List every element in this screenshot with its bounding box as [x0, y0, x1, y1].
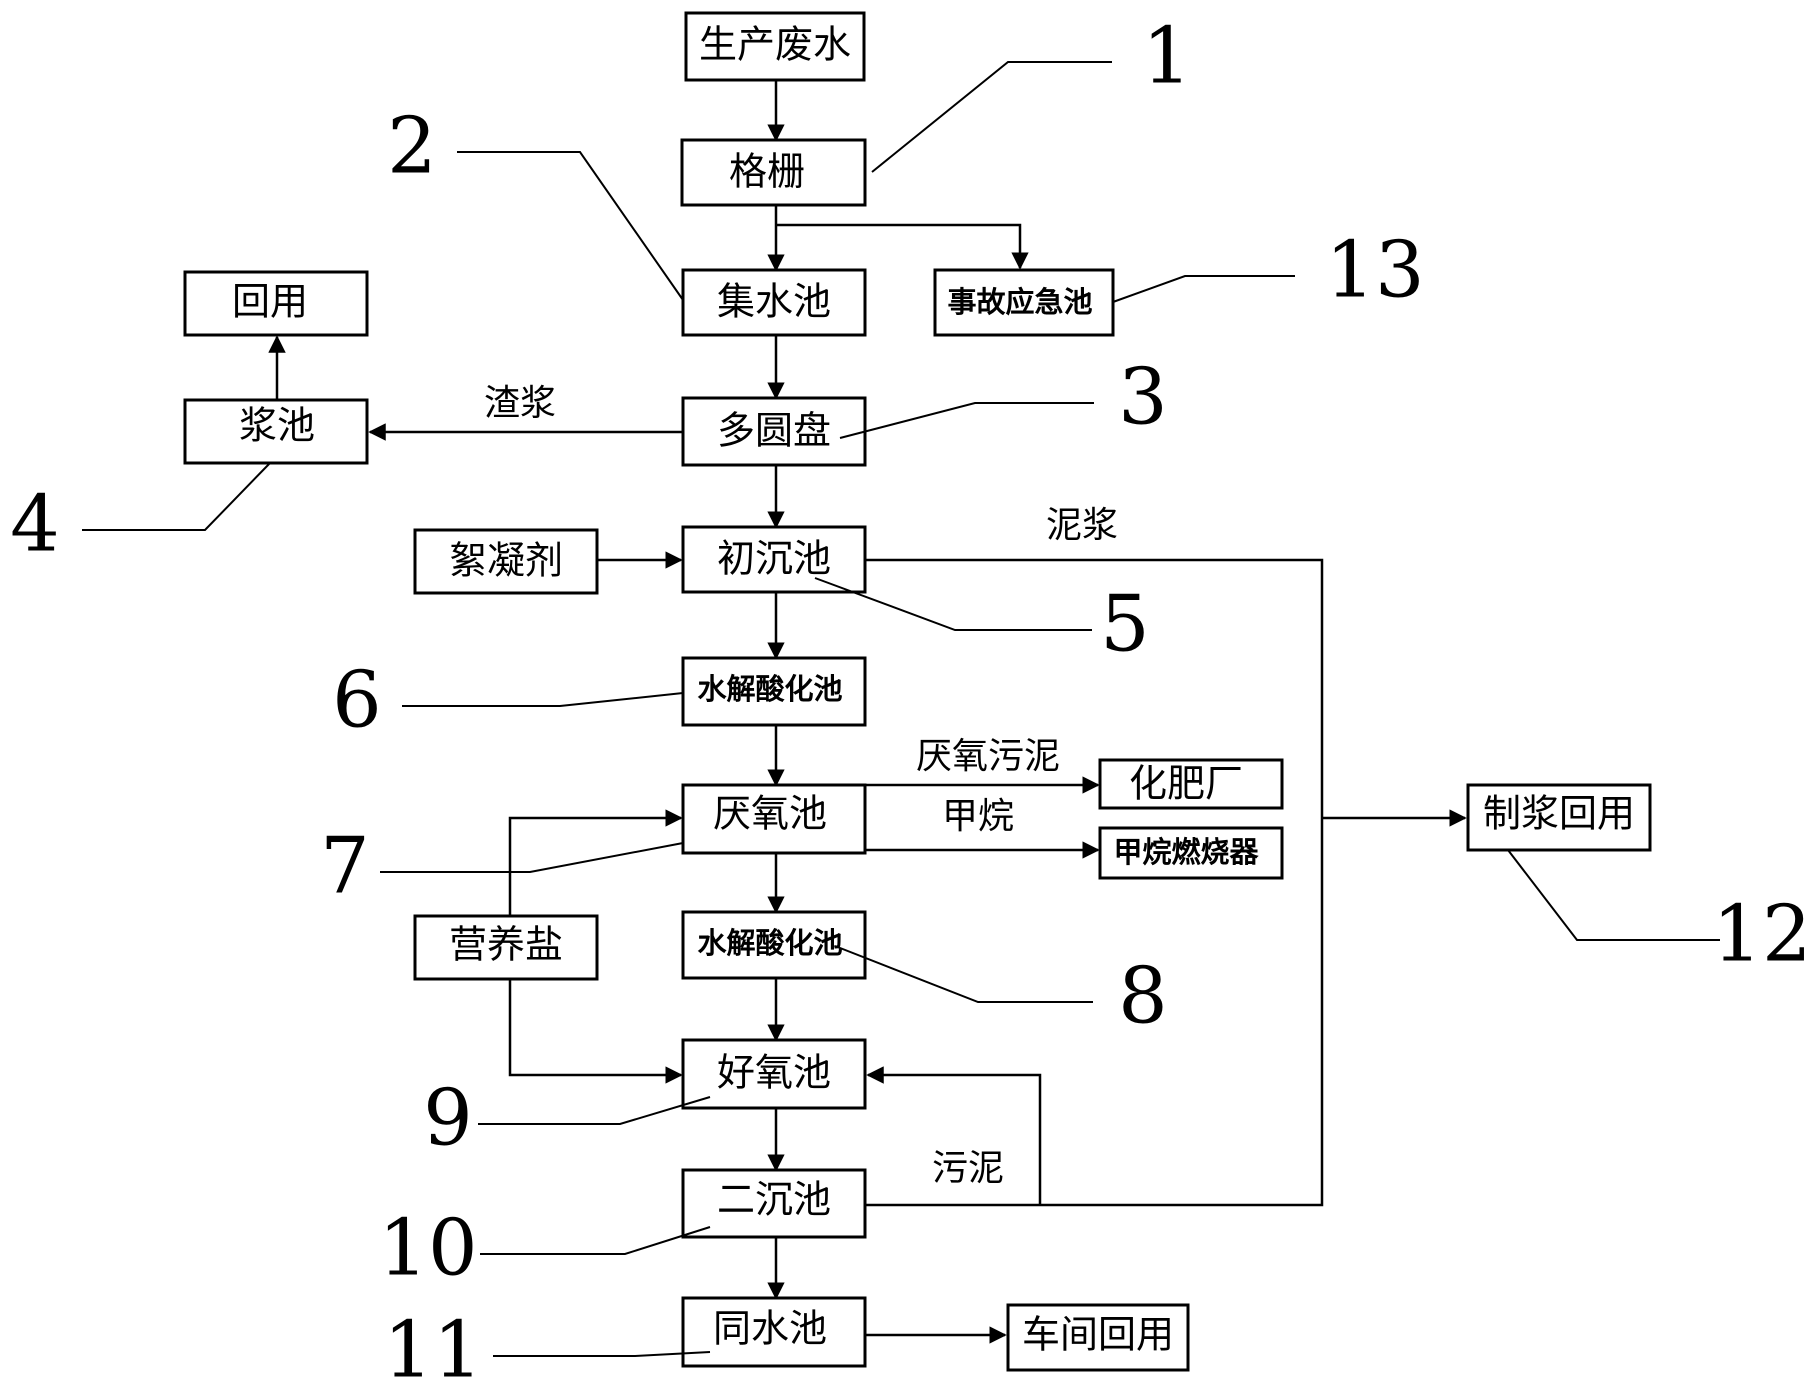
flow-sludge-return-to-aerobic [866, 1066, 1042, 1205]
leader-9 [478, 1096, 711, 1125]
nutrient-salt-box: 营养盐 [413, 914, 599, 981]
reuse-box: 回用 [183, 270, 369, 337]
grille-label: 格栅 [729, 150, 805, 194]
callout-number-4: 4 [10, 480, 60, 570]
edge-label-residue-pulp: 渣浆 [484, 383, 556, 424]
methane-burner-box: 甲烷燃烧器 [1098, 826, 1284, 880]
flow-lines [268, 80, 1467, 1344]
flow-primary-mud-trunk [865, 558, 1324, 1207]
multi-disc-box: 多圆盘 [681, 396, 867, 467]
callout-number-9: 9 [423, 1074, 473, 1164]
multi-disc-label: 多圆盘 [717, 409, 831, 453]
emergency-tank-label: 事故应急池 [947, 285, 1092, 319]
callout-number-2: 2 [387, 102, 437, 192]
callout-number-3: 3 [1118, 353, 1168, 443]
primary-clarifier-box: 初沉池 [681, 525, 867, 594]
callout-number-5: 5 [1100, 580, 1150, 670]
secondary-clarifier-label: 二沉池 [717, 1178, 831, 1222]
aerobic-tank-label: 好氧池 [717, 1051, 831, 1095]
pulp-tank-label: 浆池 [239, 404, 315, 448]
aerobic-tank-box: 好氧池 [681, 1038, 867, 1110]
leader-13 [1112, 275, 1295, 303]
callout-number-11: 11 [383, 1306, 482, 1394]
collection-tank-label: 集水池 [717, 280, 831, 324]
pulping-reuse-box: 制浆回用 [1466, 783, 1652, 852]
hydrolysis-tank-2-label: 水解酸化池 [697, 926, 842, 960]
hydrolysis-tank-1-box: 水解酸化池 [681, 656, 867, 727]
callout-number-8: 8 [1118, 952, 1168, 1042]
callout-number-10: 10 [378, 1204, 477, 1294]
leader-8 [834, 945, 1093, 1003]
leader-7 [380, 842, 684, 873]
callout-number-12: 12 [1712, 890, 1809, 980]
nutrient-salt-label: 营养盐 [449, 923, 563, 967]
recycle-tank-label: 同水池 [713, 1307, 827, 1351]
leader-6 [402, 692, 684, 707]
leader-12 [1507, 849, 1720, 941]
grille-box: 格栅 [680, 138, 867, 207]
callout-number-13: 13 [1325, 226, 1424, 316]
recycle-tank-box: 同水池 [681, 1296, 867, 1368]
leader-10 [480, 1226, 711, 1255]
collection-tank-box: 集水池 [681, 268, 867, 337]
workshop-reuse-label: 车间回用 [1022, 1313, 1174, 1357]
callout-leaders [82, 61, 1720, 1357]
anaerobic-tank-label: 厌氧池 [713, 792, 827, 836]
primary-clarifier-label: 初沉池 [717, 537, 831, 581]
edge-label-sludge: 污泥 [932, 1148, 1004, 1189]
hydrolysis-tank-2-box: 水解酸化池 [681, 910, 867, 980]
hydrolysis-tank-1-label: 水解酸化池 [697, 672, 842, 706]
emergency-tank-box: 事故应急池 [933, 268, 1115, 337]
secondary-clarifier-box: 二沉池 [681, 1168, 867, 1239]
leader-11 [493, 1351, 711, 1357]
reuse-label: 回用 [232, 280, 308, 324]
edge-label-mud: 泥浆 [1046, 505, 1118, 546]
edge-label-methane: 甲烷 [942, 796, 1014, 837]
leader-1 [871, 61, 1112, 173]
pulping-reuse-label: 制浆回用 [1483, 792, 1635, 836]
flow-nutrient-to-aerobic [508, 948, 683, 1084]
edge-label-anaerobic-sludge: 厌氧污泥 [916, 736, 1060, 777]
wastewater-box: 生产废水 [684, 11, 866, 82]
callout-number-1: 1 [1142, 12, 1192, 102]
anaerobic-tank-box: 厌氧池 [681, 783, 867, 855]
methane-burner-label: 甲烷燃烧器 [1113, 835, 1259, 869]
fertilizer-plant-label: 化肥厂 [1129, 762, 1243, 806]
flocculant-box: 絮凝剂 [413, 528, 599, 595]
fertilizer-plant-box: 化肥厂 [1098, 758, 1284, 810]
callout-number-6: 6 [332, 656, 382, 746]
leader-4 [82, 462, 271, 531]
leader-5 [814, 577, 1092, 631]
wastewater-label: 生产废水 [699, 23, 851, 67]
workshop-reuse-box: 车间回用 [1006, 1303, 1190, 1372]
flow-grille-to-emergency [776, 223, 1029, 270]
leader-2 [457, 151, 684, 301]
flow-nutrient-to-anaerobic [508, 809, 683, 948]
pulp-tank-box: 浆池 [183, 398, 369, 465]
flocculant-label: 絮凝剂 [449, 539, 563, 583]
callout-number-7: 7 [320, 822, 370, 912]
leader-3 [839, 402, 1094, 439]
